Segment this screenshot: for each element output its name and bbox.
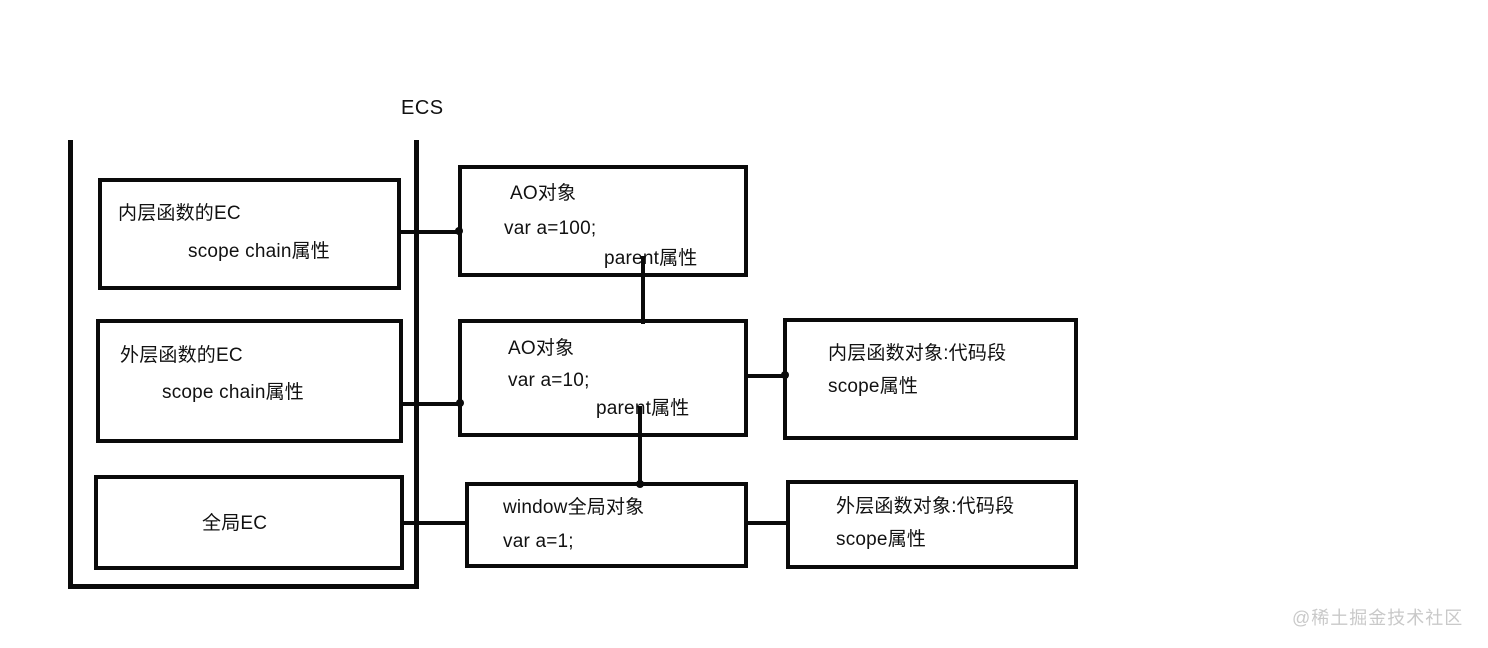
connector-window-to-outer-function-object: [745, 521, 790, 525]
ao-outer-line1: AO对象: [508, 338, 575, 359]
ao-inner-line1: AO对象: [510, 183, 577, 204]
ecs-container-left-rail: [68, 140, 73, 589]
ec-inner-line2: scope chain属性: [188, 241, 331, 262]
ao-inner-line2: var a=100;: [504, 218, 597, 239]
ec-global-line1: 全局EC: [202, 513, 268, 534]
window-global-box[interactable]: window全局对象 var a=1;: [465, 482, 748, 568]
ao-outer-parent-label: parent属性: [596, 398, 690, 419]
window-global-line1: window全局对象: [503, 497, 645, 518]
ec-outer-line1: 外层函数的EC: [120, 345, 243, 366]
connector-ao-outer-to-inner-function-object: [745, 374, 788, 378]
ec-box-outer-function[interactable]: 外层函数的EC scope chain属性: [96, 319, 403, 443]
connector-parent-outer-to-global-endpoint: [636, 480, 644, 488]
function-object-box-outer[interactable]: 外层函数对象:代码段 scope属性: [786, 480, 1078, 569]
ec-inner-line1: 内层函数的EC: [118, 203, 241, 224]
connector-outer-ec-to-ao: [401, 402, 461, 406]
ec-box-inner-function[interactable]: 内层函数的EC scope chain属性: [98, 178, 401, 290]
ao-outer-line2: var a=10;: [508, 370, 590, 391]
ecs-label: ECS: [401, 97, 444, 119]
connector-outer-ec-to-ao-endpoint: [456, 399, 464, 407]
ao-box-inner[interactable]: AO对象 var a=100; parent属性: [458, 165, 748, 277]
connector-parent-outer-to-global: [638, 406, 642, 486]
function-object-box-inner[interactable]: 内层函数对象:代码段 scope属性: [783, 318, 1078, 440]
ec-outer-line2: scope chain属性: [162, 382, 305, 403]
function-object-outer-line1: 外层函数对象:代码段: [836, 496, 1015, 517]
ec-box-global[interactable]: 全局EC: [94, 475, 404, 570]
connector-parent-inner-to-outer: [641, 256, 645, 324]
window-global-line2: var a=1;: [503, 531, 574, 552]
ecs-container-bottom-rail: [68, 584, 419, 589]
ecs-container-right-rail: [414, 140, 419, 589]
connector-inner-ec-to-ao-endpoint: [455, 227, 463, 235]
connector-global-ec-to-window: [402, 521, 468, 525]
function-object-inner-line1: 内层函数对象:代码段: [828, 343, 1007, 364]
ao-inner-parent-label: parent属性: [604, 248, 698, 269]
ao-box-outer[interactable]: AO对象 var a=10; parent属性: [458, 319, 748, 437]
function-object-outer-line2: scope属性: [836, 529, 927, 550]
connector-ao-outer-to-inner-function-object-endpoint: [781, 371, 789, 379]
watermark: @稀土掘金技术社区: [1292, 608, 1464, 628]
function-object-inner-line2: scope属性: [828, 376, 919, 397]
connector-inner-ec-to-ao: [399, 230, 461, 234]
